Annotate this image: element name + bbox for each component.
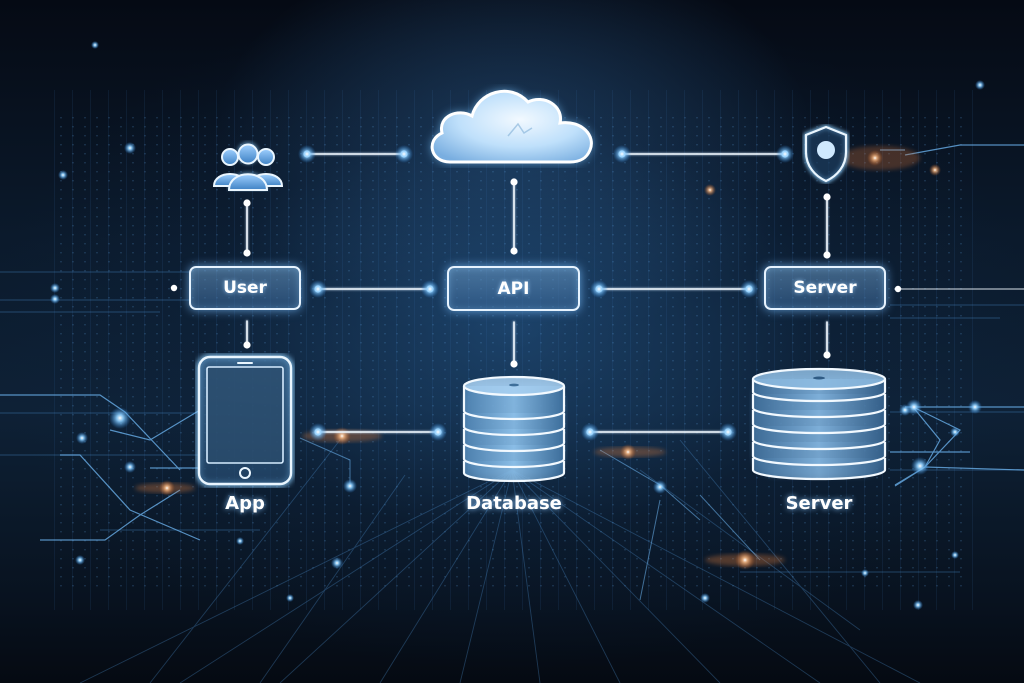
api-node[interactable]: API bbox=[447, 266, 580, 311]
user-node-label: User bbox=[223, 278, 267, 298]
app-label: App bbox=[225, 493, 265, 514]
server-label: Server bbox=[785, 493, 853, 514]
server-node[interactable]: Server bbox=[764, 266, 886, 310]
user-node[interactable]: User bbox=[189, 266, 301, 310]
shield-icon bbox=[804, 124, 848, 184]
users-group-icon bbox=[212, 142, 284, 191]
server-database-icon[interactable] bbox=[749, 366, 889, 484]
cloud-icon bbox=[430, 89, 593, 164]
database-label: Database bbox=[466, 493, 562, 514]
server-node-label: Server bbox=[793, 278, 857, 298]
tablet-icon[interactable] bbox=[195, 353, 295, 488]
database-icon[interactable] bbox=[460, 373, 568, 483]
api-node-label: API bbox=[497, 278, 530, 299]
